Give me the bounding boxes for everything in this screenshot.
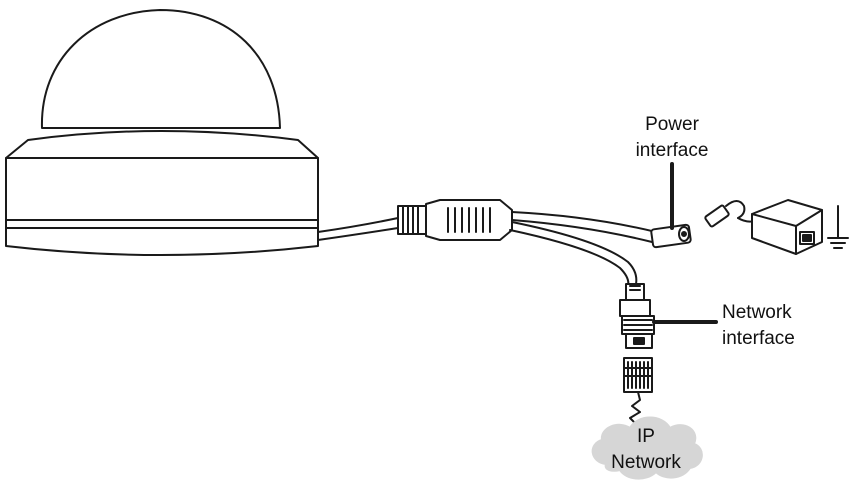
power-label-line1: Power — [645, 114, 699, 135]
network-interface-label: Network interface — [722, 300, 795, 352]
rj45-male-plug — [623, 357, 653, 393]
main-cable — [317, 217, 399, 241]
ip-network-label: IP Network — [596, 424, 696, 476]
network-label-line2: interface — [722, 328, 795, 349]
power-label-line2: interface — [635, 140, 709, 161]
rj45-female-connector — [619, 283, 655, 349]
camera-base — [5, 157, 319, 256]
dc-power-connector — [650, 223, 692, 249]
dome-camera — [5, 9, 319, 256]
dome-cover — [40, 9, 281, 129]
adapter-plug — [704, 200, 759, 228]
ip-label-line2: Network — [611, 452, 681, 473]
dome-trim-ring — [5, 130, 319, 159]
cable-splitter — [425, 199, 513, 241]
cable-boot — [397, 205, 427, 235]
power-interface-label: Power interface — [624, 112, 720, 164]
power-cable — [511, 211, 657, 243]
ground-symbol-icon — [827, 205, 849, 249]
power-adapter — [751, 199, 823, 255]
network-cable — [509, 221, 638, 287]
ip-label-line1: IP — [637, 426, 655, 447]
ip-network-cloud — [591, 416, 703, 480]
network-label-line1: Network — [722, 302, 792, 323]
